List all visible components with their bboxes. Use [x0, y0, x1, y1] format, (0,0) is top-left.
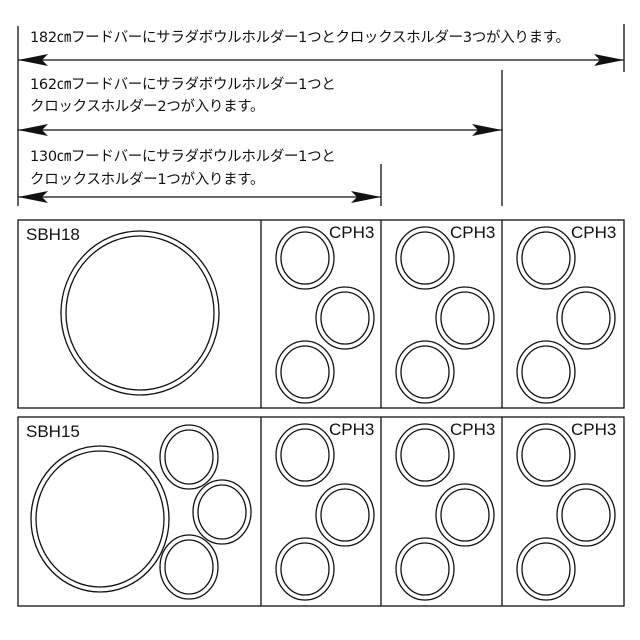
clock-holder-hole-inner	[521, 542, 571, 596]
clock-holder-hole-inner	[440, 488, 490, 542]
clock-holder-label-row2-2: CPH3	[450, 420, 496, 439]
clock-holder-hole-outer	[395, 340, 455, 404]
bowl-holder-label-row2: SBH15	[26, 422, 80, 441]
dimension-162-text-line2: クロックスホルダー2つが入ります。	[30, 99, 265, 115]
clock-holder-hole-inner	[280, 542, 330, 596]
clock-holder-hole-inner	[197, 484, 247, 540]
dimension-130-text-line2: クロックスホルダー1つが入ります。	[30, 172, 265, 188]
clock-holder-hole-inner	[521, 345, 571, 399]
clock-holder-hole-outer	[516, 537, 576, 601]
clock-holder-hole-inner	[561, 291, 611, 345]
food-bar-row-1	[17, 219, 625, 409]
clock-holder-hole-outer	[159, 534, 219, 600]
bowl-holder-label-row1: SBH18	[26, 225, 80, 244]
clock-holder-hole-inner	[280, 428, 330, 482]
dimension-182-text: 182㎝フードバーにサラダボウルホルダー1つとクロックスホルダー3つが入ります。	[30, 30, 570, 46]
clock-holder-label-row1-3: CPH3	[571, 223, 617, 242]
salad-bowl-hole-medium-outer	[30, 445, 170, 593]
clock-holder-hole-outer	[159, 424, 219, 490]
salad-bowl-hole-large-inner	[65, 235, 215, 391]
clock-holder-label-row2-3: CPH3	[571, 420, 617, 439]
clock-holder-hole-inner	[561, 488, 611, 542]
salad-bowl-hole-large-outer	[60, 230, 220, 396]
clock-holder-hole-outer	[556, 483, 616, 547]
clock-holder-hole-outer	[275, 537, 335, 601]
clock-holder-hole-inner	[320, 488, 370, 542]
clock-holder-hole-inner	[320, 291, 370, 345]
clock-holder-label-row1-2: CPH3	[450, 223, 496, 242]
dimension-130-text-line1: 130㎝フードバーにサラダボウルホルダー1つと	[30, 149, 336, 165]
arrowhead-right-icon	[472, 124, 502, 136]
clock-holder-label-row2-1: CPH3	[329, 420, 375, 439]
clock-holder-hole-inner	[400, 542, 450, 596]
clock-holder-hole-inner	[400, 345, 450, 399]
clock-holder-hole-outer	[192, 479, 252, 545]
clock-holder-hole-outer	[315, 286, 375, 350]
clock-holder-hole-outer	[435, 286, 495, 350]
clock-holder-hole-inner	[280, 231, 330, 285]
clock-holder-hole-outer	[275, 226, 335, 290]
salad-bowl-hole-medium-inner	[35, 450, 165, 588]
clock-holder-hole-inner	[164, 539, 214, 595]
clock-holder-hole-outer	[516, 340, 576, 404]
clock-holder-hole-inner	[280, 345, 330, 399]
clock-holder-hole-inner	[164, 429, 214, 485]
arrowhead-right-icon	[594, 54, 624, 66]
arrowhead-left-icon	[18, 124, 48, 136]
dimension-162-text-line1: 162㎝フードバーにサラダボウルホルダー1つと	[30, 77, 336, 93]
arrowhead-right-icon	[351, 191, 381, 203]
clock-holder-hole-outer	[395, 537, 455, 601]
clock-holder-hole-inner	[400, 231, 450, 285]
clock-holder-hole-outer	[395, 423, 455, 487]
clock-holder-hole-outer	[516, 423, 576, 487]
clock-holder-hole-outer	[315, 483, 375, 547]
clock-holder-hole-inner	[521, 428, 571, 482]
arrowhead-left-icon	[18, 54, 48, 66]
clock-holder-hole-outer	[516, 226, 576, 290]
clock-holder-hole-outer	[275, 423, 335, 487]
clock-holder-label-row1-1: CPH3	[329, 223, 375, 242]
clock-holder-hole-outer	[275, 340, 335, 404]
clock-holder-hole-outer	[435, 483, 495, 547]
clock-holder-hole-outer	[556, 286, 616, 350]
clock-holder-hole-outer	[395, 226, 455, 290]
clock-holder-hole-inner	[521, 231, 571, 285]
arrowhead-left-icon	[18, 191, 48, 203]
food-bar-row-2	[17, 416, 625, 607]
clock-holder-hole-inner	[440, 291, 490, 345]
clock-holder-hole-inner	[400, 428, 450, 482]
